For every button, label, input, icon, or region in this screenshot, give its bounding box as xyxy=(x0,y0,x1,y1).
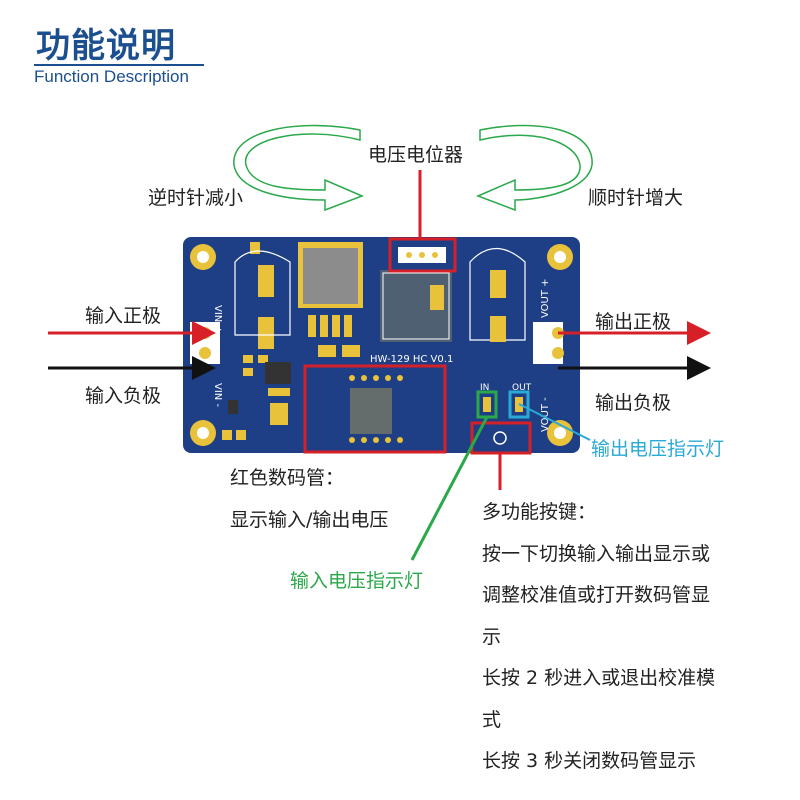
cw-rotation-arrow xyxy=(476,124,593,212)
cw-label: 顺时针增大 xyxy=(588,187,684,209)
output-negative-label: 输出负极 xyxy=(595,392,672,414)
potentiometer-label: 电压电位器 xyxy=(368,144,464,166)
page-subtitle: Function Description xyxy=(34,67,189,86)
output-led-leader xyxy=(518,403,591,441)
pcb-board: VIN + VIN - VOUT + VOUT - HW-129 HC V0.1… xyxy=(183,237,580,453)
input-led-label: 输入电压指示灯 xyxy=(290,570,424,592)
output-positive-label: 输出正极 xyxy=(595,311,672,333)
button-title: 多功能按键： xyxy=(482,501,597,523)
display-title: 红色数码管： xyxy=(230,467,345,489)
vin-minus-label: VIN - xyxy=(212,383,223,407)
button-desc-line: 按一下切换输入输出显示或 xyxy=(482,543,711,565)
in-tag: IN xyxy=(480,383,489,393)
display-pins xyxy=(349,375,403,443)
ccw-rotation-arrow xyxy=(233,124,364,212)
button-desc-line: 示 xyxy=(482,626,502,648)
vout-minus-label: VOUT - xyxy=(540,397,551,432)
title-underline xyxy=(34,64,204,66)
page-title: 功能说明 xyxy=(36,26,176,66)
mounting-holes xyxy=(190,244,573,446)
out-tag: OUT xyxy=(512,383,532,393)
output-led-highlight xyxy=(508,390,530,419)
board-model-label: HW-129 HC V0.1 xyxy=(370,354,453,365)
button-desc-line: 长按 2 秒进入或退出校准模 xyxy=(482,667,716,689)
output-led-label: 输出电压指示灯 xyxy=(591,438,725,460)
potentiometer-highlight xyxy=(388,237,457,273)
vout-plus-label: VOUT + xyxy=(540,278,551,318)
button-desc-line: 式 xyxy=(482,709,502,731)
display-highlight xyxy=(303,364,447,454)
input-positive-label: 输入正极 xyxy=(85,305,162,327)
vin-plus-label: VIN + xyxy=(212,305,223,334)
button-desc-line: 调整校准值或打开数码管显 xyxy=(482,584,711,606)
input-negative-label: 输入负极 xyxy=(85,385,162,407)
ccw-label: 逆时针减小 xyxy=(148,187,244,209)
display-desc: 显示输入/输出电压 xyxy=(230,509,389,531)
button-desc-line: 长按 3 秒关闭数码管显示 xyxy=(482,750,697,772)
input-led-leader xyxy=(410,416,489,561)
